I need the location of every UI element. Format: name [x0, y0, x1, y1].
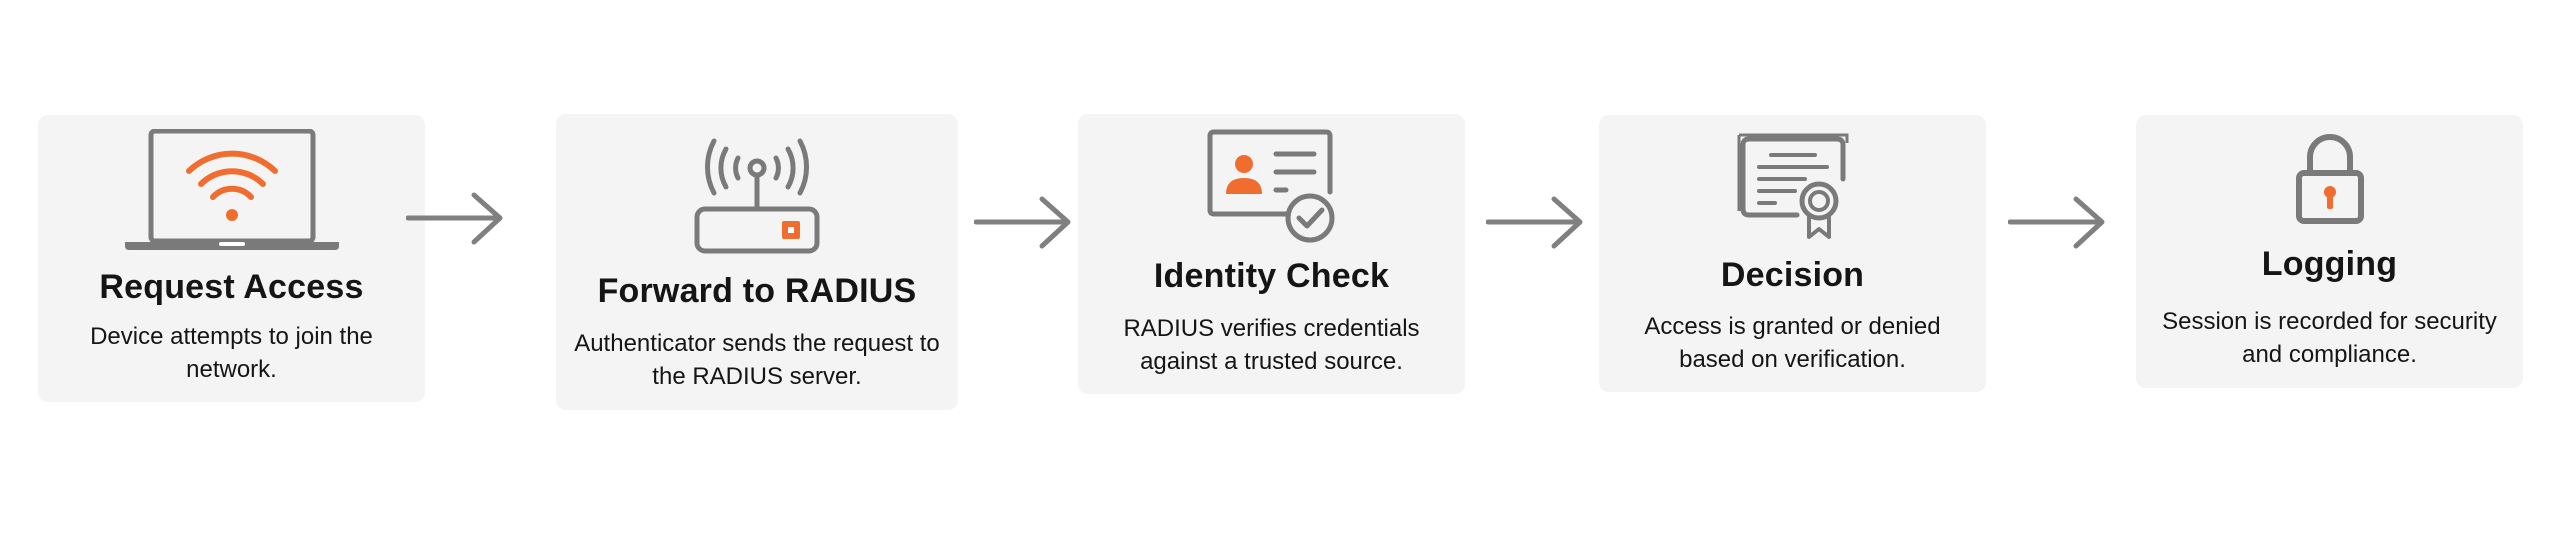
- arrow-right-icon: [406, 192, 503, 245]
- step-title: Logging: [2261, 245, 2398, 283]
- step-title: Forward to RADIUS: [597, 272, 917, 310]
- arrow-right-icon: [1486, 196, 1583, 249]
- id-card-check-icon: [1207, 129, 1334, 243]
- step-description: Access is granted or denied based on ver…: [1644, 313, 1941, 373]
- step-card-identity-check: Identity Check RADIUS verifies credentia…: [1078, 114, 1465, 394]
- certificate-icon: [1737, 133, 1848, 239]
- step-title: Decision: [1720, 256, 1865, 294]
- step-title: Identity Check: [1153, 257, 1390, 295]
- padlock-icon: [2295, 134, 2364, 224]
- step-card-request-access: Request Access Device attempts to join t…: [38, 115, 425, 402]
- laptop-wifi-icon: [124, 129, 339, 250]
- step-description: Authenticator sends the request to the R…: [574, 330, 940, 390]
- step-card-forward-to-radius: Forward to RADIUS Authenticator sends th…: [556, 114, 958, 410]
- step-title: Request Access: [99, 268, 364, 306]
- arrow-right-icon: [974, 196, 1071, 249]
- step-description: Device attempts to join the network.: [90, 323, 373, 383]
- step-card-logging: Logging Session is recorded for security…: [2136, 115, 2523, 388]
- step-description: RADIUS verifies credentials against a tr…: [1123, 315, 1420, 375]
- step-description: Session is recorded for security and com…: [2162, 308, 2497, 368]
- arrow-right-icon: [2008, 196, 2105, 249]
- step-card-decision: Decision Access is granted or denied bas…: [1599, 115, 1986, 392]
- router-icon: [694, 138, 820, 254]
